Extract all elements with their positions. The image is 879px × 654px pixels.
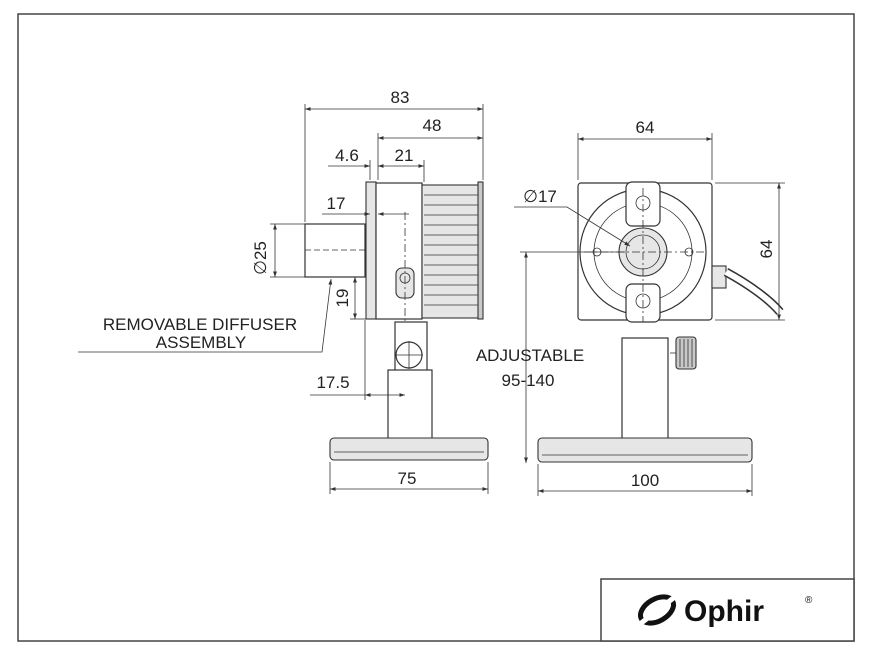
- side-view: 83 48 4.6 21 17 ∅25 19 17.5: [78, 88, 489, 494]
- cooling-fins: [421, 184, 481, 319]
- diffuser-leader: [78, 278, 333, 353]
- dim-fin-depth: 21: [395, 146, 414, 165]
- title-block: Ophir ®: [600, 578, 855, 642]
- dim-front-width: 64: [636, 118, 655, 137]
- front-view: 64 64 ∅17 ADJUSTABLE 95-140 100: [476, 118, 785, 496]
- diffuser-assembly: [304, 223, 366, 278]
- registered-mark: ®: [805, 595, 813, 606]
- aperture-leader: [514, 206, 631, 247]
- dim-overall-length: 83: [391, 88, 410, 107]
- dim-base-length: 75: [398, 469, 417, 488]
- dim-aperture-dia: ∅17: [523, 187, 557, 206]
- dim-aperture-offset: 17: [327, 194, 346, 213]
- dim-head-length: 48: [423, 116, 442, 135]
- cable-connector: [711, 265, 727, 289]
- head-body: [375, 182, 423, 320]
- note-diffuser-line1: REMOVABLE DIFFUSER: [103, 315, 297, 334]
- front-base: [537, 437, 753, 463]
- dim-diffuser-dia: ∅25: [251, 241, 270, 275]
- side-post: [387, 369, 433, 440]
- adjustable-range: 95-140: [502, 371, 555, 390]
- rear-plate: [477, 181, 484, 320]
- note-diffuser-line2: ASSEMBLY: [156, 333, 246, 352]
- dim-front-offset: 4.6: [335, 146, 359, 165]
- ophir-swoosh-icon: [637, 594, 678, 626]
- adjustable-label: ADJUSTABLE: [476, 346, 584, 365]
- side-base: [329, 437, 489, 461]
- company-logo: Ophir: [684, 595, 764, 628]
- dim-post-offset: 17.5: [316, 373, 349, 392]
- drawing-frame: [17, 13, 855, 642]
- knurled-knob: [675, 336, 697, 370]
- dim-axis-height: 19: [333, 289, 352, 308]
- dim-base-width: 100: [631, 471, 659, 490]
- front-ring: [365, 181, 377, 320]
- dim-front-height: 64: [757, 240, 776, 259]
- front-post: [621, 337, 669, 440]
